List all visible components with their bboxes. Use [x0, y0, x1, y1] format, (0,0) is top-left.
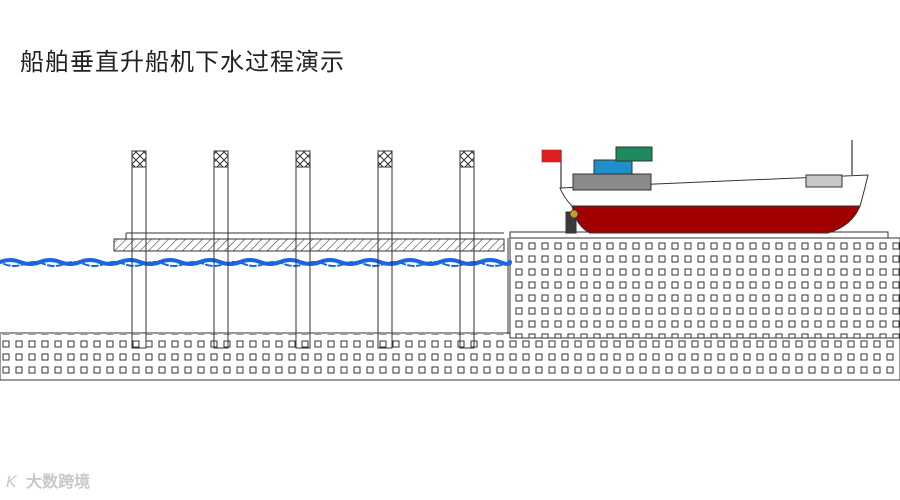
ship-propeller [569, 209, 579, 219]
watermark: K 大数跨境 [6, 468, 90, 492]
tower-5 [459, 150, 475, 349]
ship-bridge [805, 174, 843, 188]
ship-deck-house [572, 173, 652, 191]
watermark-text: 大数跨境 [26, 472, 91, 491]
flag [541, 149, 562, 163]
water-surface [0, 258, 512, 267]
ship-hull-lower [571, 205, 861, 234]
lift-platform [113, 238, 505, 252]
container-green [615, 146, 653, 162]
tower-3 [295, 150, 311, 349]
ship [541, 140, 869, 234]
watermark-logo: K [6, 472, 17, 491]
quay-ground [509, 237, 900, 339]
page-title: 船舶垂直升船机下水过程演示 [20, 48, 345, 76]
ship-hull-upper [559, 174, 869, 207]
tower-1 [131, 150, 147, 349]
tower-2 [213, 150, 229, 349]
tower-4 [377, 150, 393, 349]
container-blue [593, 159, 633, 175]
riverbed-ground [0, 332, 900, 381]
lift-chamber [0, 262, 508, 334]
